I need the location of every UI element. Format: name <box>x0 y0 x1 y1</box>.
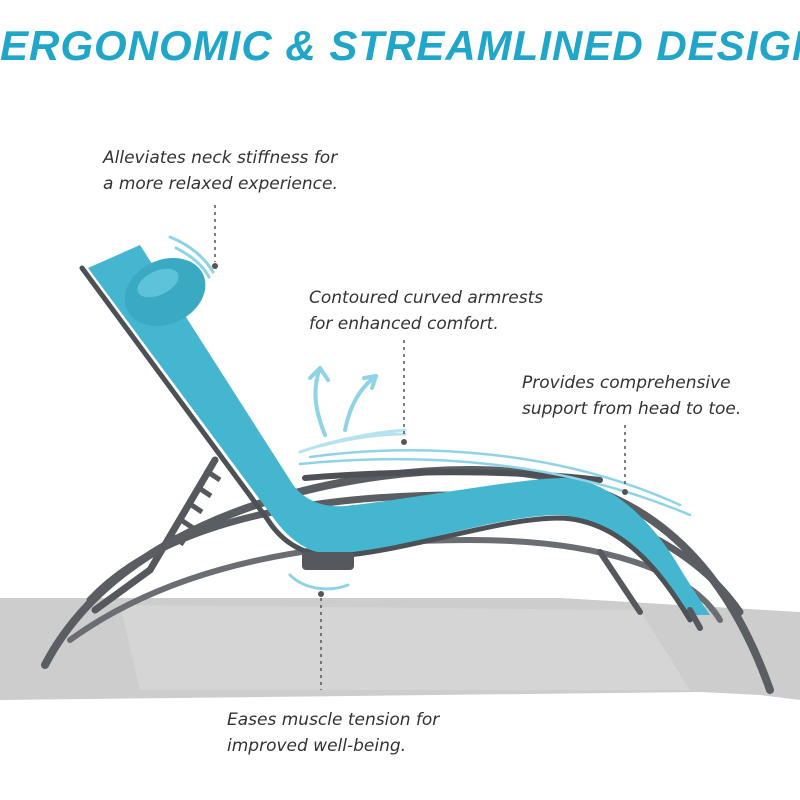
callout-muscle: Eases muscle tension for improved well-b… <box>227 707 439 759</box>
armrest-leader-dot <box>401 439 407 445</box>
callout-neck-line2: a more relaxed experience. <box>103 174 338 194</box>
chair-pillow-highlight <box>137 268 179 298</box>
callout-support: Provides comprehensive support from head… <box>522 370 741 422</box>
callout-support-line1: Provides comprehensive <box>522 373 731 393</box>
floor-shadow-light <box>120 605 690 690</box>
callout-neck-line1: Alleviates neck stiffness for <box>103 148 338 168</box>
chair-front-leg <box>597 549 703 631</box>
callout-muscle-line1: Eases muscle tension for <box>227 710 440 730</box>
neck-leader-dot <box>212 263 218 269</box>
support-motion-lines-icon <box>298 449 692 517</box>
muscle-leader-dot <box>318 591 324 597</box>
callout-armrests: Contoured curved armrests for enhanced c… <box>309 285 543 337</box>
callout-armrests-line2: for enhanced comfort. <box>309 314 499 334</box>
neck-motion-lines-icon <box>168 235 215 279</box>
muscle-motion-lines-icon <box>288 573 350 591</box>
chair-hinge <box>302 552 354 570</box>
chair-seat-frame <box>79 265 693 623</box>
support-leader-dot <box>622 489 628 495</box>
chair-adjuster-rack <box>167 467 222 547</box>
seat-motion-lines-icon <box>298 428 407 454</box>
callout-neck: Alleviates neck stiffness for a more rel… <box>103 145 338 197</box>
page-title: ERGONOMIC & STREAMLINED DESIGN <box>0 22 800 69</box>
callout-support-line2: support from head to toe. <box>522 399 742 419</box>
callout-muscle-line2: improved well-being. <box>227 736 407 756</box>
callout-armrests-line1: Contoured curved armrests <box>309 288 544 308</box>
chair-back-leg <box>91 456 219 614</box>
armrest-motion-arrow-icon <box>308 366 378 437</box>
